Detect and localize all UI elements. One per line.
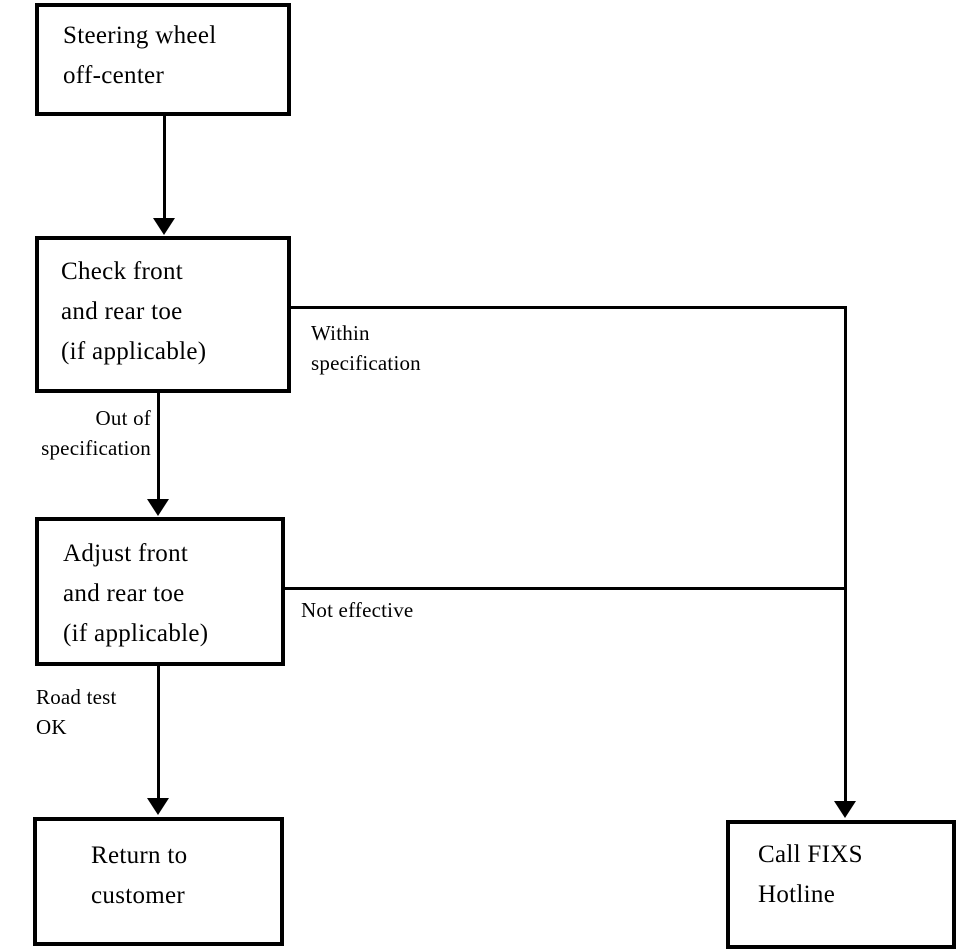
edge-label-within-specification: Within specification [311,321,421,375]
edge-within-spec-line [290,306,847,309]
arrowhead-down-icon [153,218,175,235]
node-steering-wheel-off-center: Steering wheel off-center [35,3,291,116]
edge-label-out-of-specification: Out of specification [41,406,151,460]
edge-label-not-effective: Not effective [301,598,414,622]
node-adjust-front-rear-toe: Adjust front and rear toe (if applicable… [35,517,285,666]
arrowhead-down-icon [147,499,169,516]
node-call-fixs-hotline: Call FIXS Hotline [726,820,956,949]
arrowhead-down-icon [834,801,856,818]
connector-line [163,116,166,220]
connector-line [157,393,160,501]
node-return-to-customer: Return to customer [33,817,284,946]
edge-not-effective-line [284,587,846,590]
connector-line [157,666,160,800]
node-check-front-rear-toe: Check front and rear toe (if applicable) [35,236,291,393]
edge-label-road-test-ok: Road test OK [36,685,117,739]
arrowhead-down-icon [147,798,169,815]
connector-line [844,306,847,802]
